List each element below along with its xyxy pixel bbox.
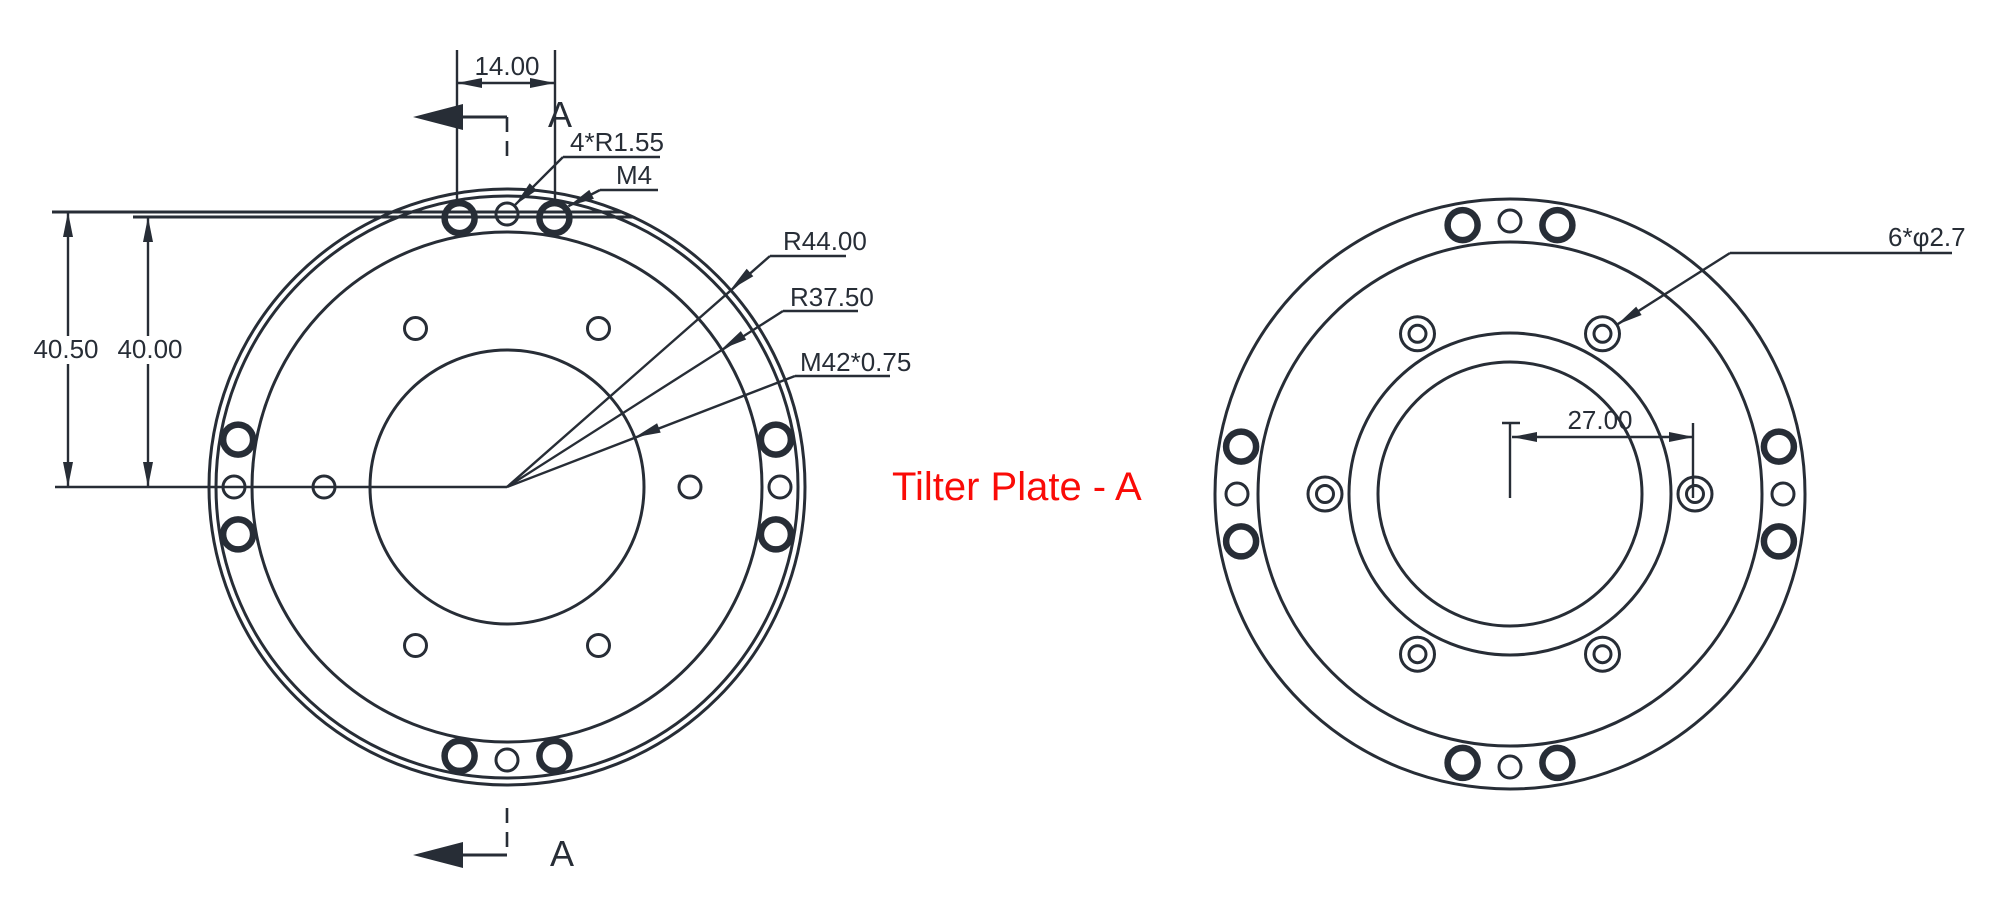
- m4-tapped-hole: [441, 737, 478, 775]
- arrow: [1512, 432, 1537, 442]
- counterbored-hole: [1399, 635, 1436, 673]
- arrow: [143, 462, 153, 487]
- through-hole: [403, 316, 428, 341]
- arrow: [530, 78, 555, 88]
- section-markers: [413, 104, 509, 868]
- pilot-hole: [1224, 481, 1250, 507]
- m4-callout-label: M4: [616, 160, 652, 190]
- leader-r44: [506, 255, 771, 488]
- front-view-dimensions: [66, 50, 890, 489]
- arrow: [1616, 306, 1642, 325]
- counterbored-hole-pattern: [1306, 315, 1714, 673]
- counterbored-hole: [1584, 635, 1621, 673]
- through-hole: [586, 316, 611, 341]
- m4-tapped-hole: [1539, 206, 1576, 244]
- through-hole: [586, 633, 611, 658]
- counterbored-hole: [1584, 315, 1621, 353]
- r37-label: R37.50: [790, 282, 874, 312]
- hub-bore-circle: [1376, 360, 1644, 628]
- front-view: [52, 187, 807, 787]
- pilot-hole: [494, 201, 520, 227]
- arrow: [63, 462, 73, 487]
- r44-label: R44.00: [783, 226, 867, 256]
- section-arrow-icon: [413, 104, 463, 130]
- m4-tapped-hole: [1444, 744, 1481, 782]
- m4-tapped-hole: [757, 516, 795, 553]
- m4-tapped-hole: [1222, 428, 1260, 465]
- counterbored-hole: [1306, 475, 1344, 513]
- counterbored-hole: [1676, 475, 1714, 513]
- arrow: [143, 217, 153, 242]
- arrow: [63, 212, 73, 237]
- through-hole-callout-label: 6*φ2.7: [1888, 222, 1966, 252]
- dim-40-50-label: 40.50: [33, 334, 98, 364]
- back-view-dimensions: [1502, 251, 1952, 498]
- dim-27-00-label: 27.00: [1567, 405, 1632, 435]
- back-view: [1213, 197, 1807, 791]
- arrow: [514, 183, 537, 206]
- m4-tapped-hole: [1760, 428, 1798, 465]
- inner-face-circle: [1256, 240, 1764, 748]
- pilot-hole: [767, 474, 793, 500]
- m4-tapped-hole: [536, 737, 573, 775]
- arrowheads: [63, 78, 754, 487]
- m4-tapped-hole: [219, 516, 257, 553]
- m4-tapped-hole: [1760, 523, 1798, 560]
- dim-40-00-label: 40.00: [117, 334, 182, 364]
- arrow: [634, 423, 661, 438]
- arrow: [721, 331, 747, 350]
- labels: 40.50 40.00 14.00 4*R1.55 M4 R44.00 R37.…: [33, 51, 1965, 874]
- dim-text-mask: [40, 336, 94, 364]
- section-letter-top: A: [548, 94, 572, 135]
- counterbored-hole: [1399, 315, 1436, 353]
- section-marker-bottom: [413, 808, 509, 868]
- rim-hole-clusters: [1222, 206, 1798, 782]
- pilot-hole: [494, 747, 520, 773]
- m4-tapped-hole: [1222, 523, 1260, 560]
- m4-tapped-hole: [757, 421, 795, 458]
- section-marker-top: [413, 104, 509, 164]
- fillet-callout-label: 4*R1.55: [570, 127, 664, 157]
- arrow: [568, 189, 594, 207]
- hub-boss-outer-circle: [1347, 331, 1673, 657]
- dim-14-00-label: 14.00: [474, 51, 539, 81]
- arrow: [457, 78, 482, 88]
- back-view-arrowheads: [1512, 306, 1694, 442]
- m42-thread-label: M42*0.75: [800, 347, 911, 377]
- m4-tapped-hole: [219, 421, 257, 458]
- m4-tapped-hole: [1539, 744, 1576, 782]
- pilot-hole: [1497, 208, 1523, 234]
- dim-text-mask: [122, 336, 178, 364]
- arrow: [1669, 432, 1694, 442]
- through-hole: [403, 633, 428, 658]
- page-title: Tilter Plate - A: [892, 465, 1142, 509]
- pilot-hole: [1770, 481, 1796, 507]
- pilot-hole: [1497, 754, 1523, 780]
- section-letter-bottom: A: [550, 833, 574, 874]
- m4-tapped-hole: [1444, 206, 1481, 244]
- through-hole: [677, 474, 703, 500]
- outer-circle: [1213, 197, 1807, 791]
- arrow: [730, 268, 754, 290]
- section-arrow-icon: [413, 842, 463, 868]
